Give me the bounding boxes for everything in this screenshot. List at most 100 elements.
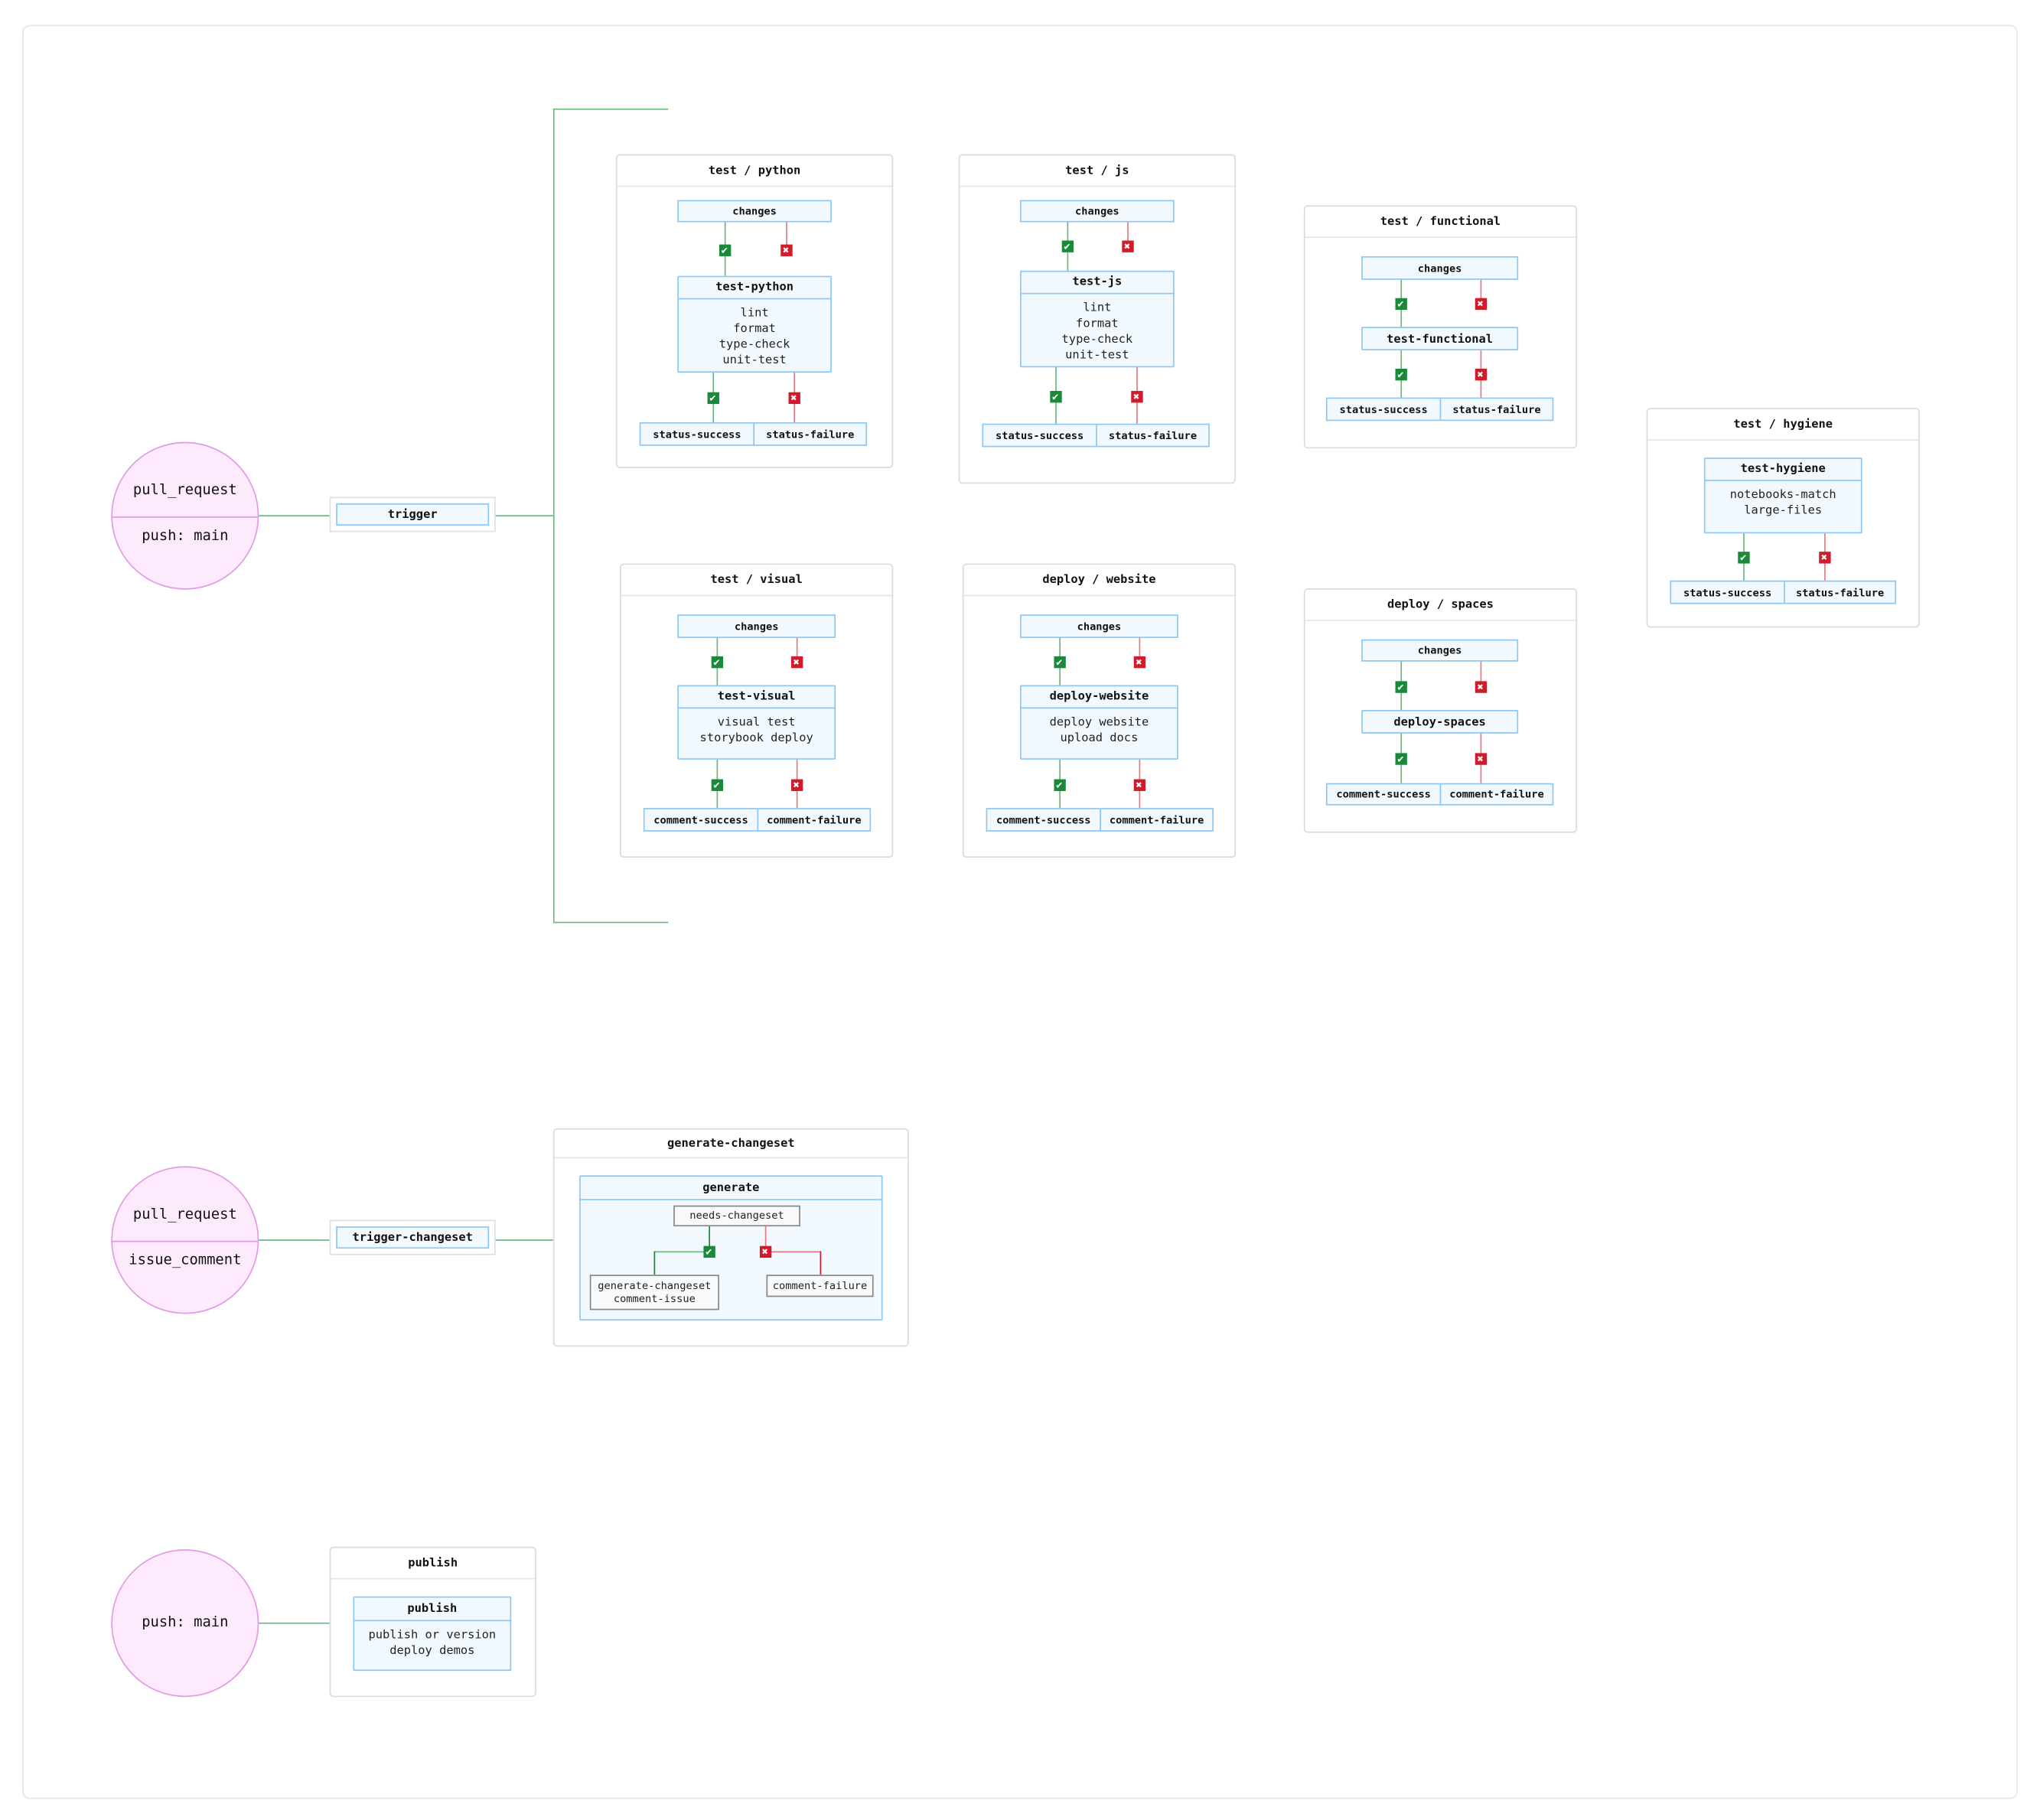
outcome-success-job[interactable]: status-success <box>982 423 1097 448</box>
job-name: deploy-spaces <box>1393 716 1486 730</box>
trigger-job-label: trigger <box>336 503 490 526</box>
connector-line <box>552 921 669 923</box>
node-label: status-failure <box>766 428 855 441</box>
workflow-title: test / hygiene <box>1647 409 1919 441</box>
workflow-title: test / js <box>960 155 1235 187</box>
outcome-failure-job[interactable]: status-failure <box>753 422 868 446</box>
job-name: generate <box>702 1181 760 1195</box>
outcome-failure-job[interactable]: status-failure <box>1096 423 1210 448</box>
changes-job[interactable]: changes <box>1361 256 1519 280</box>
event-label: issue_comment <box>129 1251 242 1268</box>
node-label: status-failure <box>1108 429 1198 441</box>
check-icon: ✔ <box>706 391 719 404</box>
job-header: deploy-website <box>1021 686 1178 709</box>
connector-line <box>259 1622 330 1624</box>
connector-line <box>552 108 555 922</box>
outcome-failure-job[interactable]: status-failure <box>1439 397 1554 422</box>
event-label: push: main <box>142 526 229 544</box>
check-icon: ✔ <box>1394 368 1407 380</box>
connector-line <box>1480 661 1482 687</box>
job-test-functional[interactable]: test-functional <box>1361 327 1519 351</box>
job-step: lint <box>1083 301 1112 315</box>
workflow-title: generate-changeset <box>554 1130 908 1159</box>
step-label: generate-changeset <box>598 1279 712 1291</box>
outcome-success-job[interactable]: comment-success <box>1325 783 1442 806</box>
trigger-job[interactable]: trigger <box>329 497 496 532</box>
job-header: generate <box>580 1177 882 1200</box>
check-icon: ✔ <box>1737 551 1749 563</box>
outcome-success-job[interactable]: status-success <box>1325 397 1442 422</box>
node-label: comment-failure <box>1109 813 1204 826</box>
outcome-success-job[interactable]: comment-success <box>986 808 1101 832</box>
check-icon: ✔ <box>1061 239 1074 252</box>
job-header: publish <box>354 1597 510 1622</box>
node-label: changes <box>1417 644 1462 656</box>
changes-job[interactable]: changes <box>677 614 836 638</box>
job-step: type-check <box>1061 333 1133 347</box>
x-icon: ✖ <box>1474 297 1487 310</box>
outcome-success-job[interactable]: status-success <box>1670 580 1785 604</box>
x-icon: ✖ <box>790 778 803 791</box>
event-circle: push: main <box>111 1549 259 1698</box>
outcome-failure-job[interactable]: comment-failure <box>757 808 872 832</box>
x-icon: ✖ <box>780 243 792 256</box>
x-icon: ✖ <box>1121 239 1133 252</box>
job-step: unit-test <box>722 354 787 368</box>
job-name: test-python <box>715 281 794 295</box>
changes-job[interactable]: changes <box>677 200 832 223</box>
job-step: format <box>733 323 776 337</box>
outcome-failure-job[interactable]: status-failure <box>1784 580 1897 604</box>
node-label: status-success <box>1683 586 1772 598</box>
job-step: lint <box>740 307 769 321</box>
node-label: changes <box>734 620 779 633</box>
connector-line <box>1480 279 1482 304</box>
workflow-title: deploy / spaces <box>1305 590 1576 621</box>
check-icon: ✔ <box>1053 778 1065 791</box>
x-icon: ✖ <box>1132 656 1145 668</box>
workflow-title: test / python <box>617 155 892 187</box>
connector-line <box>1139 637 1141 662</box>
comment-failure-step[interactable]: comment-failure <box>766 1275 874 1297</box>
trigger-job-label: trigger-changeset <box>336 1226 490 1249</box>
x-icon: ✖ <box>759 1245 771 1258</box>
job-step: publish or version <box>368 1629 497 1643</box>
x-icon: ✖ <box>787 391 800 404</box>
job-name: test-js <box>1072 275 1123 289</box>
job-step: visual test <box>717 716 796 730</box>
outcome-failure-job[interactable]: comment-failure <box>1439 783 1554 806</box>
workflow-title: deploy / website <box>963 565 1235 597</box>
check-icon: ✔ <box>1394 752 1407 764</box>
changes-job[interactable]: changes <box>1020 614 1178 638</box>
check-icon: ✔ <box>702 1245 715 1258</box>
outcome-failure-job[interactable]: comment-failure <box>1100 808 1214 832</box>
step-label: comment-failure <box>772 1279 868 1291</box>
job-step: format <box>1076 317 1119 331</box>
trigger-job[interactable]: trigger-changeset <box>329 1219 496 1255</box>
step-label: needs-changeset <box>689 1209 784 1222</box>
node-label: comment-failure <box>1449 788 1544 800</box>
job-header: test-hygiene <box>1705 459 1861 481</box>
outcome-success-job[interactable]: status-success <box>639 422 755 446</box>
changes-job[interactable]: changes <box>1020 200 1175 223</box>
job-deploy-spaces[interactable]: deploy-spaces <box>1361 709 1519 734</box>
event-divider <box>112 516 258 518</box>
x-icon: ✖ <box>1818 551 1830 563</box>
node-label: changes <box>1417 262 1462 275</box>
changes-job[interactable]: changes <box>1361 639 1519 662</box>
outcome-success-job[interactable]: comment-success <box>643 808 759 832</box>
connector-line <box>653 1251 709 1253</box>
job-name: test-visual <box>717 690 796 704</box>
node-label: status-failure <box>1452 403 1541 415</box>
x-icon: ✖ <box>1474 368 1487 380</box>
needs-changeset-step[interactable]: needs-changeset <box>673 1205 800 1227</box>
